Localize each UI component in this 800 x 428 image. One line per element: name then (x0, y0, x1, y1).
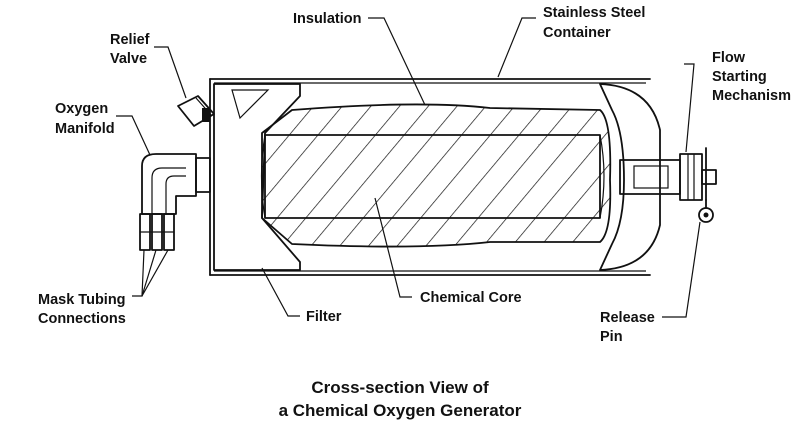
flow-starting-mechanism (619, 147, 717, 201)
leader-lines (116, 17, 701, 318)
relief-valve (177, 95, 215, 127)
label-mask-tubing-line1: Mask Tubing (38, 292, 126, 308)
label-release-pin-line1: Release (600, 310, 655, 326)
insulation (261, 103, 612, 248)
chemical-core (260, 134, 605, 219)
label-stainless-steel-line1: Stainless Steel (543, 5, 645, 21)
label-stainless-steel-line2: Container (543, 25, 611, 41)
label-chemical-core: Chemical Core (420, 290, 522, 306)
label-flow-starting-line2: Starting (712, 69, 767, 85)
end-cap (599, 83, 661, 271)
labels: Insulation Stainless Steel Container Rel… (38, 5, 791, 345)
caption: Cross-section View of a Chemical Oxygen … (279, 378, 522, 420)
mask-tubing (139, 213, 175, 251)
label-mask-tubing-line2: Connections (38, 311, 126, 327)
label-flow-starting-line3: Mechanism (712, 88, 791, 104)
label-release-pin-line2: Pin (600, 329, 623, 345)
release-pin (698, 199, 714, 223)
caption-line1: Cross-section View of (311, 378, 489, 397)
oxygen-manifold (141, 153, 211, 215)
label-oxygen-manifold-line2: Manifold (55, 121, 115, 137)
label-relief-valve-line1: Relief (110, 32, 150, 48)
label-oxygen-manifold-line1: Oxygen (55, 101, 108, 117)
label-relief-valve-line2: Valve (110, 51, 147, 67)
caption-line2: a Chemical Oxygen Generator (279, 401, 522, 420)
label-filter: Filter (306, 309, 342, 325)
label-flow-starting-line1: Flow (712, 50, 746, 66)
label-insulation: Insulation (293, 11, 361, 27)
